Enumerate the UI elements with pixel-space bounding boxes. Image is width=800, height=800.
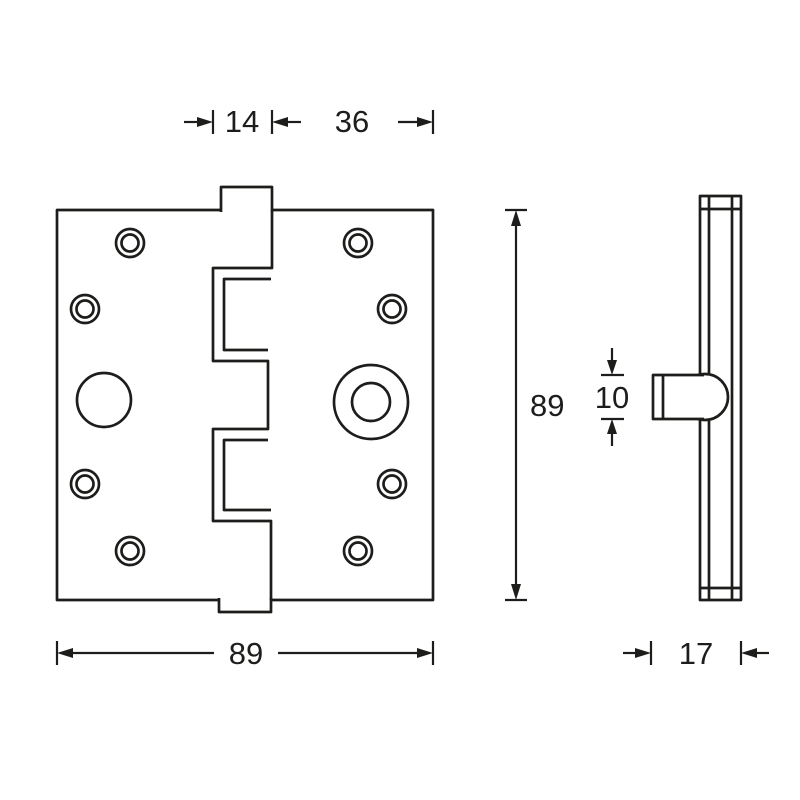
dim-arrow-up-icon — [607, 419, 617, 434]
side-view — [651, 194, 743, 602]
screw-hole-outer — [342, 535, 374, 567]
dim-arrow-right-icon — [635, 648, 651, 658]
front-view — [55, 185, 435, 614]
dim-height: 89 — [505, 208, 564, 602]
dim-label: 89 — [530, 388, 564, 423]
dim-label: 17 — [679, 636, 713, 671]
dim-arrow-down-icon — [511, 584, 521, 600]
left-bore-circle — [75, 371, 133, 429]
dim-pin-height: 10 — [595, 348, 629, 446]
dim-knuckle-width: 14 — [184, 104, 301, 139]
screw-hole — [114, 535, 146, 567]
dim-label: 14 — [225, 104, 259, 139]
dim-width: 89 — [55, 636, 435, 671]
screw-hole-inner — [75, 299, 95, 319]
screw-hole — [342, 535, 374, 567]
screw-hole-outer — [376, 468, 408, 500]
dim-label: 89 — [229, 636, 263, 671]
screw-hole-outer — [342, 227, 374, 259]
screw-hole-outer — [376, 293, 408, 325]
screw-hole — [376, 293, 408, 325]
right-bearing-outer-circle — [332, 363, 410, 441]
knuckle-joint-line — [211, 210, 274, 600]
top-knuckle-tab — [219, 185, 274, 212]
dim-label: 36 — [335, 104, 369, 139]
right-bearing-inner-circle — [350, 381, 392, 423]
screw-hole — [342, 227, 374, 259]
screw-hole — [376, 468, 408, 500]
knuckle-gap-line — [222, 277, 271, 512]
screw-hole — [69, 468, 101, 500]
screw-hole — [114, 227, 146, 259]
screw-hole-inner — [120, 541, 140, 561]
dim-leaf-width: 36 — [335, 104, 435, 139]
screw-hole-inner — [348, 541, 368, 561]
dim-arrow-up-icon — [511, 210, 521, 226]
screw-hole-outer — [114, 535, 146, 567]
dim-arrow-right-icon — [417, 117, 433, 127]
screw-hole-inner — [120, 233, 140, 253]
dim-arrow-left-icon — [57, 648, 73, 658]
dim-arrow-right-icon — [417, 648, 433, 658]
dim-label: 10 — [595, 380, 629, 415]
dim-arrow-down-icon — [607, 360, 617, 375]
pin-shaft — [651, 373, 704, 421]
screw-hole-inner — [75, 474, 95, 494]
screw-hole-inner — [382, 474, 402, 494]
screw-hole-outer — [114, 227, 146, 259]
screw-hole-inner — [348, 233, 368, 253]
dim-arrow-left-icon — [741, 648, 757, 658]
dim-depth: 17 — [623, 636, 769, 671]
screw-hole — [69, 293, 101, 325]
dim-arrow-left-icon — [272, 117, 288, 127]
screw-hole-outer — [69, 293, 101, 325]
dim-arrow-right-icon — [197, 117, 213, 127]
screw-hole-outer — [69, 468, 101, 500]
screw-hole-inner — [382, 299, 402, 319]
bottom-knuckle-tab — [217, 598, 273, 614]
